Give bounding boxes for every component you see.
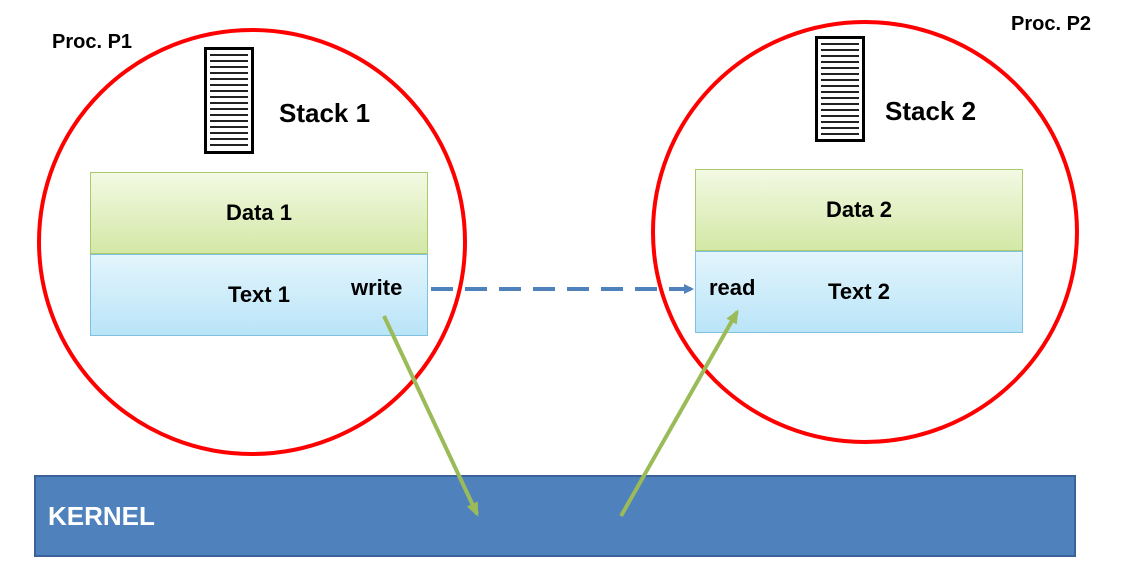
write-syscall-arrow: [382, 315, 479, 517]
data-1-segment: Data 1: [90, 172, 428, 254]
stack-1-icon: [204, 47, 254, 154]
data-1-label: Data 1: [225, 200, 293, 225]
text-2-label: Text 2: [828, 279, 890, 304]
kernel-label: KERNEL: [48, 500, 155, 531]
stack-2-icon: [815, 36, 865, 142]
write-label: write: [351, 275, 403, 300]
process-p1-label: Proc. P1: [52, 31, 133, 53]
data-2-label: Data 2: [825, 197, 893, 222]
text-1-segment: Text 1: [90, 254, 428, 336]
read-syscall-arrow: [619, 309, 739, 517]
stack-1-label: Stack 1: [279, 98, 371, 128]
process-p2-label: Proc. P2: [1011, 13, 1092, 35]
text-2-segment: Text 2: [695, 251, 1023, 333]
data-2-segment: Data 2: [695, 169, 1023, 251]
stack-2-label: Stack 2: [885, 96, 977, 126]
read-label: read: [709, 275, 756, 300]
kernel-bar: KERNEL: [34, 475, 1076, 557]
text-1-label: Text 1: [228, 282, 290, 307]
process-p1-circle: [37, 28, 467, 456]
process-p2-circle: [651, 20, 1079, 444]
